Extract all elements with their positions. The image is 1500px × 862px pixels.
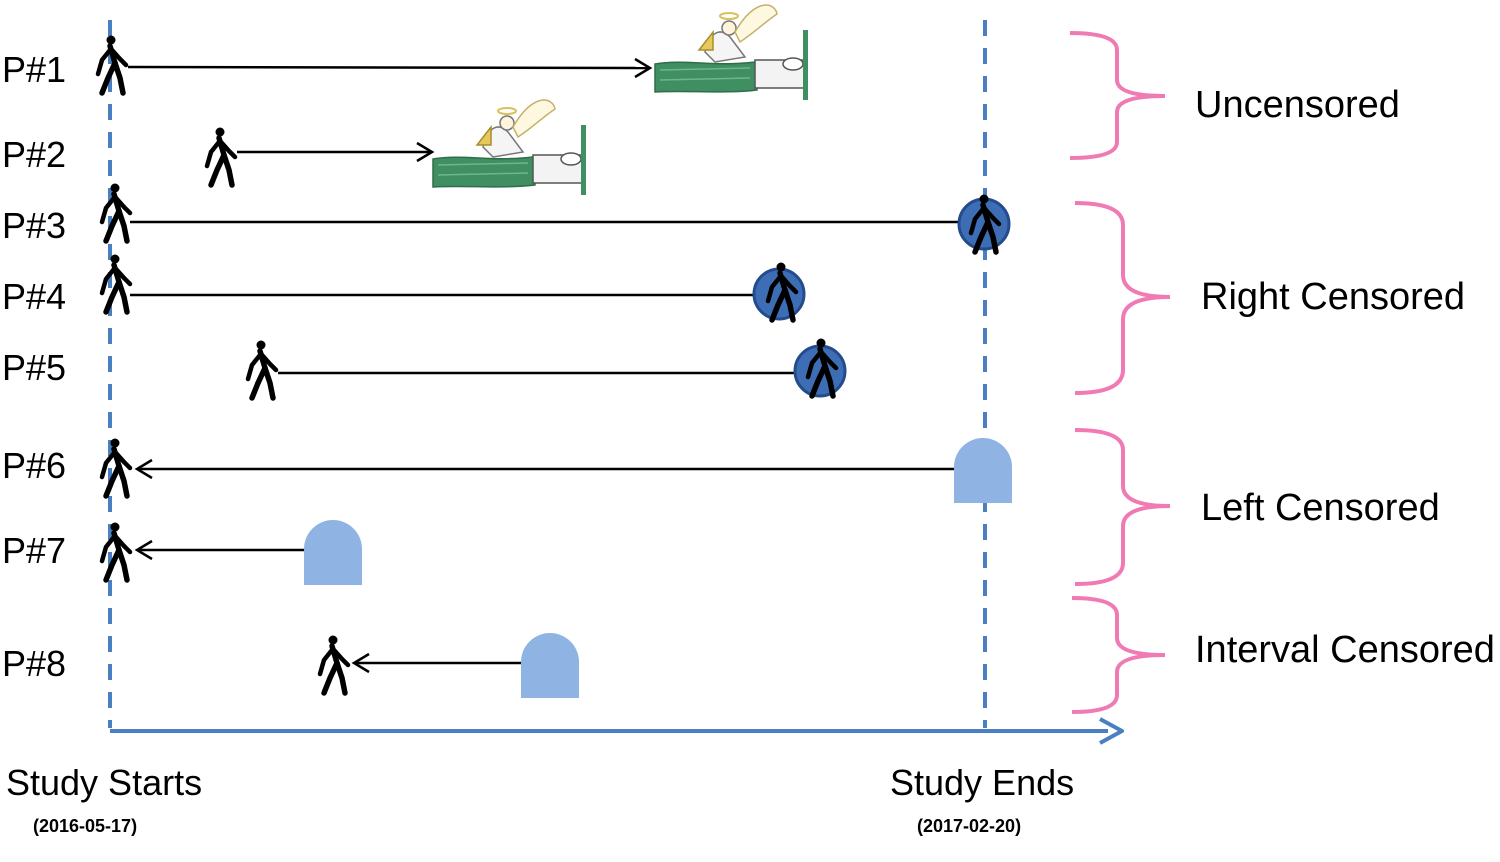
- participant-5-row: [248, 339, 847, 399]
- participant-label-1: P#1: [2, 49, 67, 90]
- walking-person-icon: [102, 255, 130, 313]
- time-axis: [110, 717, 1124, 745]
- angel-bed-icon: [432, 99, 587, 196]
- walking-person-icon: [207, 128, 235, 186]
- tombstone-icon: [521, 633, 579, 698]
- walking-person-icon: [320, 636, 348, 694]
- participant-label-3: P#3: [2, 205, 67, 246]
- participant-4-row: [102, 255, 806, 321]
- participant-2-row: [207, 99, 587, 196]
- tombstone-icon: [954, 438, 1012, 503]
- group-label-left-censored: Left Censored: [1201, 487, 1440, 529]
- brace-right-censored: [1074, 201, 1171, 395]
- participant-7-row: [102, 520, 362, 585]
- participant-label-8: P#8: [2, 643, 67, 684]
- brace-interval-censored: [1071, 596, 1166, 714]
- participant-3-row: [102, 184, 1011, 253]
- walking-person-icon: [248, 341, 276, 399]
- tombstone-icon: [304, 520, 362, 585]
- participant-label-6: P#6: [2, 445, 67, 486]
- walking-person-icon: [102, 523, 130, 581]
- angel-bed-icon: [654, 4, 809, 101]
- participant-label-7: P#7: [2, 530, 67, 571]
- brace-uncensored: [1069, 31, 1166, 160]
- study-end-label: Study Ends: [890, 762, 1075, 803]
- study-end-date: (2017-02-20): [917, 816, 1022, 836]
- participant-1-row: [98, 4, 809, 101]
- participant-label-5: P#5: [2, 347, 67, 388]
- group-label-right-censored: Right Censored: [1201, 276, 1466, 318]
- group-label-uncensored: Uncensored: [1195, 84, 1400, 126]
- walking-person-icon: [102, 184, 130, 242]
- group-label-interval-censored: Interval Censored: [1195, 629, 1495, 671]
- participant-label-2: P#2: [2, 134, 67, 175]
- participant-6-row: [102, 438, 1012, 503]
- brace-left-censored: [1074, 428, 1171, 586]
- study-start-label: Study Starts: [6, 762, 203, 803]
- participant-8-row: [320, 633, 579, 698]
- participant-label-4: P#4: [2, 276, 67, 317]
- walking-person-icon: [102, 439, 130, 497]
- study-start-date: (2016-05-17): [33, 816, 138, 836]
